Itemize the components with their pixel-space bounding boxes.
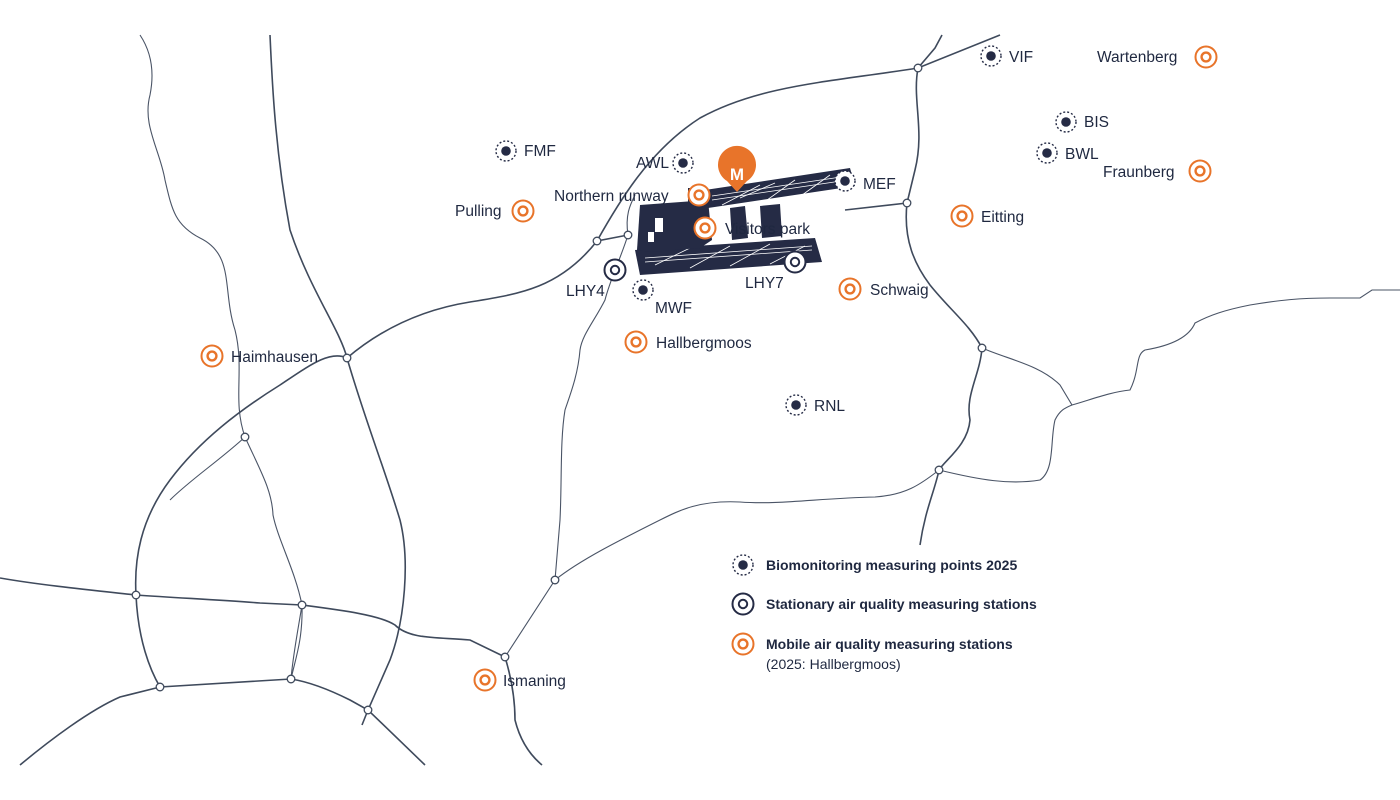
station-ismaning[interactable]: Ismaning [473, 668, 566, 692]
point-label: BWL [1065, 146, 1099, 163]
point-bwl[interactable]: BWL [1036, 142, 1099, 164]
junction-node [977, 343, 987, 353]
legend-note: (2025: Hallbergmoos) [766, 656, 901, 672]
point-label: MWF [655, 300, 692, 317]
road [938, 404, 1073, 483]
station-eitting[interactable]: Eitting [950, 204, 1025, 228]
junction-node [363, 705, 373, 715]
station-label: Ismaning [503, 673, 566, 690]
point-label: RNL [814, 398, 845, 415]
road [905, 67, 983, 546]
point-bis[interactable]: BIS [1055, 111, 1109, 133]
station-label: Haimhausen [231, 349, 318, 366]
station-hallbergmoos[interactable]: Hallbergmoos [624, 330, 752, 354]
station-fraunberg[interactable]: Fraunberg [1103, 159, 1212, 183]
road [504, 656, 543, 766]
station-pulling[interactable]: Pulling [455, 199, 535, 223]
point-label: FMF [524, 143, 556, 160]
legend-item-mobile: Mobile air quality measuring stations (2… [731, 632, 1013, 672]
junction-nodes [131, 63, 987, 715]
junction-node [550, 575, 560, 585]
biomonitoring-symbol-icon [732, 554, 754, 576]
station-label: Visitors park [725, 221, 810, 238]
road [269, 34, 406, 726]
legend-label: Biomonitoring measuring points 2025 [766, 557, 1017, 573]
mobile-symbol-icon [731, 632, 755, 656]
junction-node [623, 230, 633, 240]
station-label: Schwaig [870, 282, 929, 299]
road [134, 234, 629, 688]
junction-node [934, 465, 944, 475]
legend-item-biomonitoring: Biomonitoring measuring points 2025 [732, 554, 1017, 576]
junction-node [131, 590, 141, 600]
legend-item-stationary: Stationary air quality measuring station… [731, 592, 1037, 616]
road [626, 194, 636, 236]
junction-node [913, 63, 923, 73]
point-vif[interactable]: VIF [980, 45, 1033, 67]
road [844, 202, 908, 211]
station-label: Pulling [455, 203, 502, 220]
station-label: Wartenberg [1097, 49, 1177, 66]
station-northern-runway[interactable]: Northern runway [554, 183, 711, 207]
point-fmf[interactable]: FMF [495, 140, 556, 162]
station-label: Northern runway [554, 188, 669, 205]
road [504, 469, 940, 658]
stationary-symbol-icon [731, 592, 755, 616]
station-wartenberg[interactable]: Wartenberg [1097, 45, 1218, 69]
junction-node [500, 652, 510, 662]
junction-node [297, 600, 307, 610]
point-label: VIF [1009, 49, 1033, 66]
junction-node [240, 432, 250, 442]
airport-pin: M [718, 145, 757, 192]
station-visitors-park[interactable]: Visitors park [693, 216, 811, 240]
point-awl[interactable]: AWL [636, 152, 694, 174]
stationary-stations: LHY4 LHY7 [566, 250, 807, 301]
mobile-stations: Wartenberg Fraunberg Eitting Northern ru… [200, 45, 1218, 692]
road [139, 34, 303, 680]
point-label: AWL [636, 155, 669, 172]
road [554, 234, 629, 581]
junction-node [155, 682, 165, 692]
station-label: Fraunberg [1103, 164, 1175, 181]
road [981, 289, 1400, 406]
station-haimhausen[interactable]: Haimhausen [200, 344, 319, 368]
station-lhy7[interactable]: LHY7 [745, 250, 807, 293]
station-label: LHY4 [566, 283, 605, 300]
station-lhy4[interactable]: LHY4 [566, 258, 627, 301]
road-network [0, 34, 1400, 766]
road [290, 604, 303, 680]
point-label: BIS [1084, 114, 1109, 131]
biomonitoring-points: VIF BIS BWL FMF AWL MEF MWF RNL [495, 45, 1109, 416]
road [917, 34, 943, 69]
station-label: Eitting [981, 209, 1024, 226]
station-label: LHY7 [745, 275, 784, 292]
junction-node [902, 198, 912, 208]
point-mef[interactable]: MEF [834, 170, 896, 193]
point-label: MEF [863, 176, 896, 193]
junction-node [342, 353, 352, 363]
road [169, 436, 246, 501]
point-mwf[interactable]: MWF [632, 279, 692, 317]
airport-pin-letter: M [730, 165, 744, 184]
station-schwaig[interactable]: Schwaig [838, 277, 929, 301]
legend-label: Mobile air quality measuring stations [766, 636, 1013, 652]
point-rnl[interactable]: RNL [785, 394, 845, 416]
junction-node [286, 674, 296, 684]
legend-label: Stationary air quality measuring station… [766, 596, 1037, 612]
road [596, 34, 1001, 242]
road [19, 678, 426, 766]
station-label: Hallbergmoos [656, 335, 752, 352]
road [0, 577, 506, 658]
legend: Biomonitoring measuring points 2025 Stat… [731, 554, 1037, 672]
junction-node [592, 236, 602, 246]
